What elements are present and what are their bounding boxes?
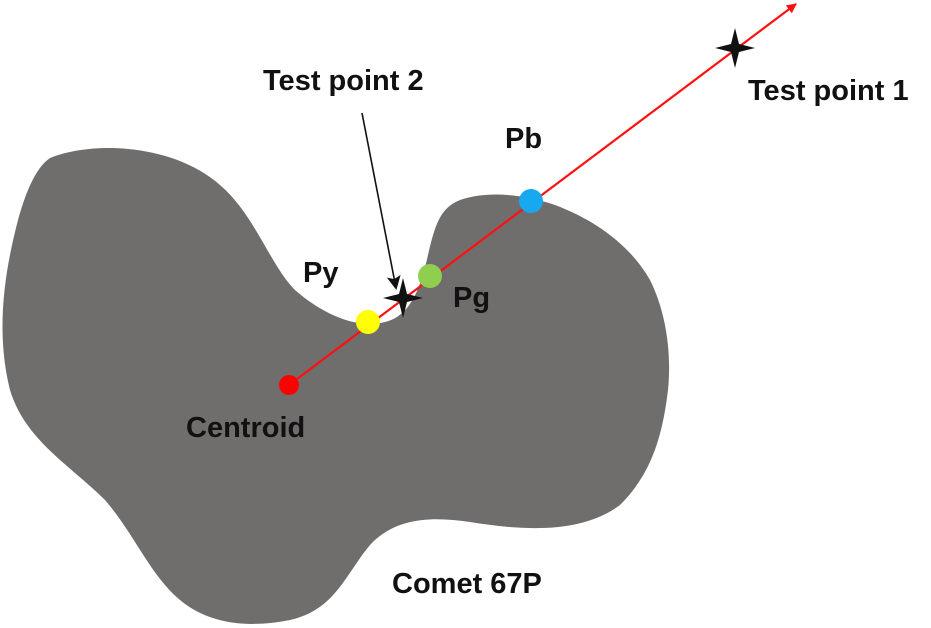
- centroid-label: Centroid: [186, 412, 305, 444]
- py-point: [356, 310, 380, 334]
- pb-point: [519, 189, 543, 213]
- pb-label: Pb: [505, 123, 542, 155]
- py-label: Py: [303, 257, 338, 289]
- centroid-point: [279, 375, 299, 395]
- test-point-2-label: Test point 2: [263, 65, 424, 97]
- comet-body: [2, 148, 670, 624]
- test-point-1-star-icon: [715, 28, 755, 68]
- pg-point: [418, 264, 442, 288]
- pg-label: Pg: [453, 282, 490, 314]
- test-point-2-pointer-arrow: [361, 112, 401, 290]
- comet-label: Comet 67P: [392, 568, 542, 600]
- test-point-2-star-icon: [383, 278, 423, 318]
- test-point-1-label: Test point 1: [748, 75, 909, 107]
